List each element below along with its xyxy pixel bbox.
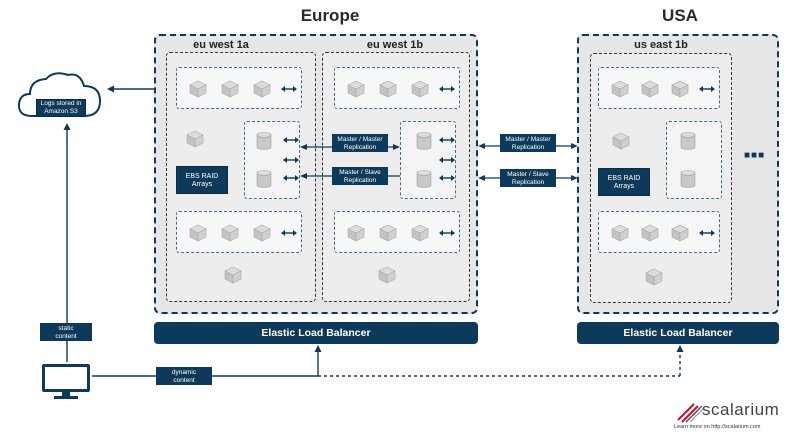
ebs-line2: Arrays	[191, 181, 213, 188]
static-line2: content	[55, 332, 77, 340]
server-cube-icon	[253, 224, 271, 242]
s3-logs-label: Logs stored in Amazon S3	[36, 99, 86, 117]
double-arrow-icon	[699, 229, 715, 237]
server-cube-icon	[221, 80, 239, 98]
database-icon	[416, 170, 432, 188]
region-title-usa: USA	[662, 6, 698, 25]
elb-usa: Elastic Load Balancer	[577, 322, 779, 344]
dynamic-line1: dynamic	[171, 369, 197, 376]
database-icon	[256, 132, 272, 150]
server-cube-icon	[379, 80, 397, 98]
double-arrow-icon	[439, 174, 455, 182]
brand-tagline[interactable]: Learn more on http://scalarium.com	[674, 424, 761, 430]
mm-replication-label-cross: Master / Master Replication	[500, 134, 556, 152]
proxy-group-1a	[176, 67, 302, 109]
server-cube-icon	[611, 224, 629, 242]
app-group-1b	[334, 211, 460, 253]
server-cube-icon	[378, 266, 396, 284]
s3-label-line1: Logs stored in	[40, 100, 82, 107]
ms-line2: Replication	[343, 176, 377, 184]
db-group-us	[666, 121, 722, 199]
server-cube-icon	[611, 80, 629, 98]
ebs-line1: EBS RAID	[185, 173, 219, 180]
database-icon	[416, 132, 432, 150]
mm-line2-cross: Replication	[511, 143, 545, 151]
monitor-icon	[42, 364, 90, 399]
server-cube-icon	[671, 224, 689, 242]
ms-line2-cross: Replication	[511, 178, 545, 186]
database-icon	[680, 170, 696, 188]
app-group-us	[598, 211, 720, 253]
server-cube-icon	[612, 132, 630, 150]
zone-title-eu-west-1b: eu west 1b	[366, 39, 424, 51]
server-cube-icon	[221, 224, 239, 242]
proxy-group-us	[598, 67, 720, 109]
ms-line1-cross: Master / Slave	[507, 171, 549, 178]
double-arrow-icon	[439, 229, 455, 237]
mm-line1-cross: Master / Master	[505, 136, 551, 143]
elb-europe: Elastic Load Balancer	[154, 322, 478, 344]
server-cube-icon	[379, 224, 397, 242]
db-group-1a	[244, 121, 300, 199]
double-arrow-icon	[439, 85, 455, 93]
double-arrow-icon	[439, 156, 455, 164]
client-monitor	[40, 362, 92, 402]
server-cube-icon	[189, 80, 207, 98]
server-cube-icon	[189, 224, 207, 242]
mm-line2: Replication	[343, 143, 377, 151]
brand-logo: scalarium Learn more on http://scalarium…	[672, 398, 796, 438]
s3-label-line2: Amazon S3	[44, 108, 78, 115]
brand-name: scalarium	[702, 400, 780, 419]
server-cube-icon	[411, 224, 429, 242]
more-zones-indicator: ■■■	[744, 150, 766, 161]
mm-replication-label-eu: Master / Master Replication	[332, 134, 388, 152]
server-cube-icon	[411, 80, 429, 98]
ebs-line1-us: EBS RAID	[607, 175, 641, 182]
server-cube-icon	[641, 80, 659, 98]
static-content-label: static content	[40, 323, 92, 341]
double-arrow-icon	[281, 229, 297, 237]
database-icon	[256, 170, 272, 188]
dynamic-line2: content	[173, 376, 195, 384]
static-line1: static	[58, 325, 74, 332]
double-arrow-icon	[281, 85, 297, 93]
ms-replication-label-eu: Master / Slave Replication	[332, 167, 388, 185]
ebs-raid-box-us: EBS RAID Arrays	[598, 168, 650, 196]
region-title-europe: Europe	[300, 6, 360, 25]
double-arrow-icon	[439, 136, 455, 144]
server-cube-icon	[671, 80, 689, 98]
double-arrow-icon	[699, 85, 715, 93]
app-group-1a	[176, 211, 302, 253]
db-group-1b	[400, 121, 456, 199]
mm-line1: Master / Master	[337, 136, 383, 143]
zone-title-us-east-1b: us east 1b	[634, 39, 688, 51]
server-cube-icon	[253, 80, 271, 98]
double-arrow-icon	[283, 156, 299, 164]
double-arrow-icon	[283, 136, 299, 144]
ebs-raid-box-eu: EBS RAID Arrays	[176, 166, 228, 194]
double-arrow-icon	[283, 174, 299, 182]
zone-title-eu-west-1a: eu west 1a	[193, 39, 249, 51]
ebs-line2-us: Arrays	[613, 183, 635, 190]
server-cube-icon	[347, 80, 365, 98]
server-cube-icon	[224, 266, 242, 284]
brand-logo-icon	[677, 403, 705, 423]
database-icon	[680, 132, 696, 150]
dynamic-content-label: dynamic content	[156, 367, 212, 385]
ms-line1: Master / Slave	[339, 169, 381, 176]
server-cube-icon	[641, 224, 659, 242]
s3-cloud: Logs stored in Amazon S3	[14, 64, 104, 126]
server-cube-icon	[186, 130, 204, 148]
ms-replication-label-cross: Master / Slave Replication	[500, 169, 556, 187]
proxy-group-1b	[334, 67, 460, 109]
server-cube-icon	[645, 268, 663, 286]
server-cube-icon	[347, 224, 365, 242]
